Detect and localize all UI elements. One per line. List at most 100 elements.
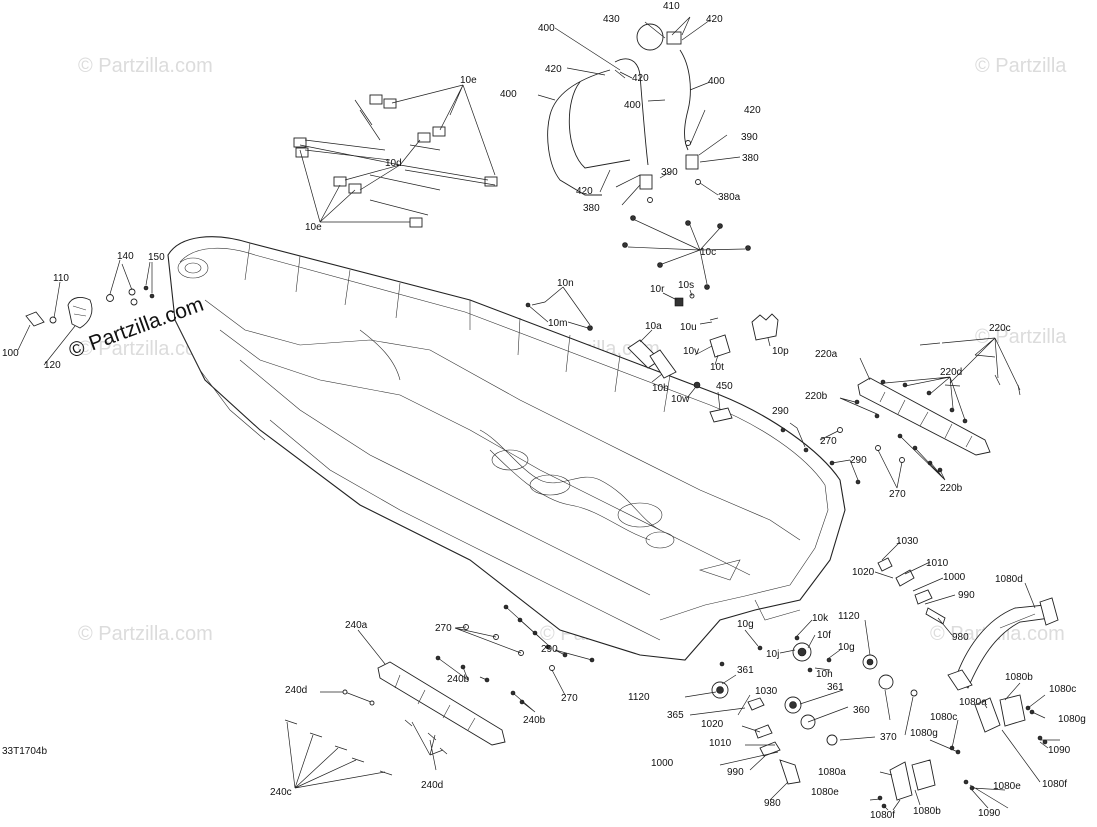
label-400: 400 xyxy=(624,100,641,111)
label-1080c: 1080c xyxy=(930,712,957,723)
label-240d: 240d xyxy=(421,780,443,791)
right-handle-parts xyxy=(780,337,1021,489)
label-10k: 10k xyxy=(812,613,829,624)
label-10u: 10u xyxy=(680,322,697,333)
label-380a: 380a xyxy=(718,192,741,203)
label-10j: 10j xyxy=(766,649,779,660)
label-10h: 10h xyxy=(816,669,833,680)
label-400: 400 xyxy=(708,76,725,87)
label-1080b: 1080b xyxy=(1005,672,1033,683)
watermark: © Partzilla.com xyxy=(78,338,213,360)
label-380: 380 xyxy=(742,153,759,164)
label-1030: 1030 xyxy=(755,686,778,697)
label-420: 420 xyxy=(576,186,593,197)
label-1080e: 1080e xyxy=(811,787,839,798)
label-10d: 10d xyxy=(385,158,402,169)
label-420: 420 xyxy=(632,73,649,84)
label-270: 270 xyxy=(820,436,837,447)
label-1020: 1020 xyxy=(852,567,875,578)
label-360: 360 xyxy=(853,705,870,716)
label-980: 980 xyxy=(952,632,969,643)
label-420: 420 xyxy=(706,14,723,25)
label-290: 290 xyxy=(772,406,789,417)
label-450: 450 xyxy=(716,381,733,392)
label-1080c: 1080c xyxy=(1049,684,1076,695)
label-370: 370 xyxy=(880,732,897,743)
label-10r: 10r xyxy=(650,284,665,295)
label-10b: 10b xyxy=(652,383,669,394)
label-1080g: 1080g xyxy=(1058,714,1086,725)
label-270: 270 xyxy=(889,489,906,500)
label-361: 361 xyxy=(737,665,754,676)
label-220c: 220c xyxy=(989,323,1011,334)
label-10g: 10g xyxy=(838,642,855,653)
label-10f: 10f xyxy=(817,630,831,641)
label-1080b: 1080b xyxy=(913,806,941,817)
nut-cluster-10c xyxy=(622,215,751,290)
label-10m: 10m xyxy=(548,318,567,329)
label-361: 361 xyxy=(827,682,844,693)
label-220d: 220d xyxy=(940,367,962,378)
left-small-parts xyxy=(17,259,155,366)
label-1010: 1010 xyxy=(709,738,732,749)
label-110: 110 xyxy=(53,273,69,284)
label-380: 380 xyxy=(583,203,600,214)
hose-assembly xyxy=(537,16,741,206)
label-290: 290 xyxy=(541,644,558,655)
label-1000: 1000 xyxy=(943,572,966,583)
label-10p: 10p xyxy=(772,346,789,357)
label-140: 140 xyxy=(117,251,134,262)
label-1080a: 1080a xyxy=(818,767,846,778)
label-420: 420 xyxy=(545,64,562,75)
watermark: © Partzilla xyxy=(975,55,1067,77)
label-1020: 1020 xyxy=(701,719,724,730)
label-1120: 1120 xyxy=(838,611,860,622)
label-410: 410 xyxy=(663,1,680,12)
label-10n: 10n xyxy=(557,278,574,289)
rear-handle-1080d xyxy=(947,582,1059,691)
hull-drawing xyxy=(167,236,846,661)
lower-center-parts xyxy=(684,619,918,801)
label-1090: 1090 xyxy=(978,808,1001,819)
label-100: 100 xyxy=(2,348,19,359)
bolt-stack-upper xyxy=(874,541,956,636)
label-270: 270 xyxy=(561,693,578,704)
label-1080d: 1080d xyxy=(995,574,1023,585)
label-1120: 1120 xyxy=(628,692,650,703)
mid-small-parts xyxy=(525,286,779,423)
label-1080f: 1080f xyxy=(870,810,895,821)
diagram-id: 33T1704b xyxy=(2,746,47,757)
label-990: 990 xyxy=(958,590,975,601)
label-240a: 240a xyxy=(345,620,368,631)
label-10v: 10v xyxy=(683,346,699,357)
watermark: © Partzilla.com xyxy=(78,623,213,645)
label-980: 980 xyxy=(764,798,781,809)
label-1080f: 1080f xyxy=(1042,779,1067,790)
label-220b: 220b xyxy=(940,483,963,494)
label-1090: 1090 xyxy=(1048,745,1071,756)
label-10c: 10c xyxy=(700,247,716,258)
label-240b: 240b xyxy=(447,674,470,685)
label-240b: 240b xyxy=(523,715,546,726)
label-240d: 240d xyxy=(285,685,307,696)
label-400: 400 xyxy=(538,23,555,34)
label-240c: 240c xyxy=(270,787,292,798)
label-10e: 10e xyxy=(460,75,477,86)
label-220b: 220b xyxy=(805,391,828,402)
label-1080g: 1080g xyxy=(910,728,938,739)
label-365: 365 xyxy=(667,710,684,721)
label-270: 270 xyxy=(435,623,452,634)
label-430: 430 xyxy=(603,14,620,25)
label-290: 290 xyxy=(850,455,867,466)
watermark: © Partzilla.com xyxy=(78,55,213,77)
label-1080a: 1080a xyxy=(959,697,987,708)
label-1010: 1010 xyxy=(926,558,949,569)
label-10a: 10a xyxy=(645,321,662,332)
label-220a: 220a xyxy=(815,349,838,360)
label-10t: 10t xyxy=(710,362,724,373)
watermark: © Partzilla xyxy=(975,326,1067,348)
label-10g: 10g xyxy=(737,619,754,630)
left-handle-parts xyxy=(284,604,595,789)
